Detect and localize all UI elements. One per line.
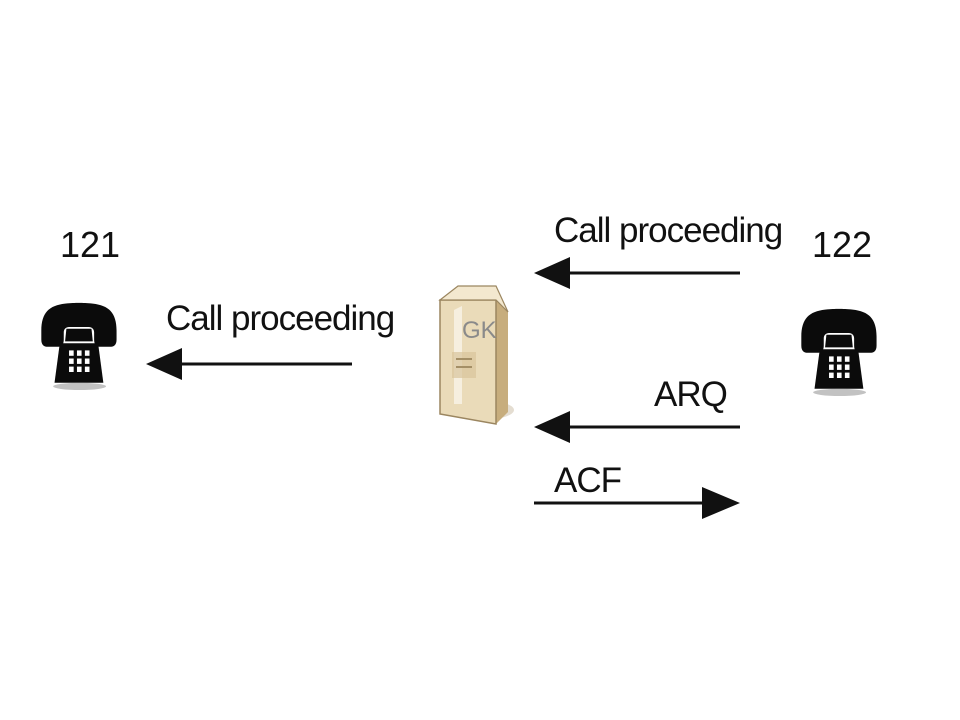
message-label-acf: ACF [554,461,621,500]
arrow-call-proceeding-in [534,257,740,289]
message-label-call-proceeding-out: Call proceeding [166,299,394,338]
gatekeeper-label: GK [462,317,497,344]
arrow-call-proceeding-out [146,348,352,380]
arrow-acf [534,487,740,519]
message-label-arq: ARQ [654,375,727,414]
telephone-icon [801,308,877,396]
message-label-call-proceeding-in: Call proceeding [554,211,782,250]
server-icon [438,285,514,425]
endpoint-121-label: 121 [60,224,120,265]
telephone-icon [41,302,117,390]
arrow-arq [534,411,740,443]
endpoint-122-label: 122 [812,224,872,265]
